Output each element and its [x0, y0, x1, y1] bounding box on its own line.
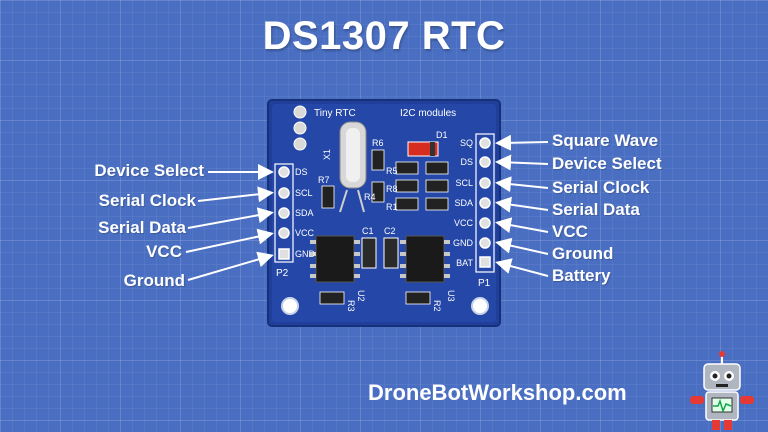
mounting-holes	[281, 105, 489, 315]
p2-pins	[278, 166, 290, 260]
p2-pin-sda: SDA	[295, 208, 314, 218]
p1-pin-sda: SDA	[454, 198, 473, 208]
p1-pin-sq: SQ	[460, 138, 473, 148]
left-label-serial-data: Serial Data	[98, 218, 186, 237]
right-label-battery: Battery	[552, 266, 611, 285]
c2-label: C2	[384, 226, 396, 236]
d1-label: D1	[436, 130, 448, 140]
robot-mascot-icon	[690, 351, 754, 430]
right-label-serial-clock: Serial Clock	[552, 178, 650, 197]
p1-pin-gnd: GND	[453, 238, 474, 248]
p1-pin-scl: SCL	[455, 178, 473, 188]
p2-pin-ds: DS	[295, 167, 308, 177]
p2-pin-vcc: VCC	[295, 228, 315, 238]
right-label-square-wave: Square Wave	[552, 131, 659, 150]
left-label-device-select: Device Select	[94, 161, 204, 180]
p1-pin-vcc: VCC	[454, 218, 474, 228]
right-label-serial-data: Serial Data	[552, 200, 640, 219]
p1-pins	[479, 137, 491, 268]
page-title: DS1307 RTC	[262, 14, 506, 58]
site-url: DroneBotWorkshop.com	[368, 380, 627, 405]
right-label-device-select: Device Select	[552, 154, 662, 173]
r2-label: R2	[432, 300, 442, 312]
x1-label: X1	[322, 149, 332, 160]
u2-label: U2	[356, 290, 366, 302]
board-header-left: Tiny RTC	[314, 108, 356, 119]
p1-label: P1	[478, 278, 491, 289]
left-label-serial-clock: Serial Clock	[98, 191, 196, 210]
ic-u3	[400, 235, 450, 283]
capacitors	[361, 237, 399, 269]
right-label-vcc: VCC	[552, 222, 588, 241]
p2-pin-scl: SCL	[295, 188, 313, 198]
r6-label: R6	[372, 138, 384, 148]
p1-pin-bat: BAT	[456, 258, 473, 268]
r4-label: R4	[364, 192, 376, 202]
u3-label: U3	[446, 290, 456, 302]
p2-pin-gnd: GND	[295, 249, 316, 259]
c1-label: C1	[362, 226, 374, 236]
ic-u2	[310, 235, 360, 283]
r5-label: R5	[386, 166, 398, 176]
left-label-ground: Ground	[123, 271, 185, 290]
smd-parts	[321, 149, 449, 211]
right-label-ground: Ground	[552, 244, 614, 263]
diode-d1	[407, 141, 439, 157]
r1-label: R1	[386, 202, 398, 212]
crystal-x1	[339, 121, 367, 213]
r3-label: R3	[346, 300, 356, 312]
left-label-vcc: VCC	[146, 242, 182, 261]
left-arrows	[185, 164, 274, 281]
r7-label: R7	[318, 175, 330, 185]
right-arrows	[495, 134, 549, 277]
p2-label: P2	[276, 268, 289, 279]
p1-pin-ds: DS	[460, 157, 473, 167]
board-header-right: I2C modules	[400, 108, 456, 119]
r8-label: R8	[386, 184, 398, 194]
